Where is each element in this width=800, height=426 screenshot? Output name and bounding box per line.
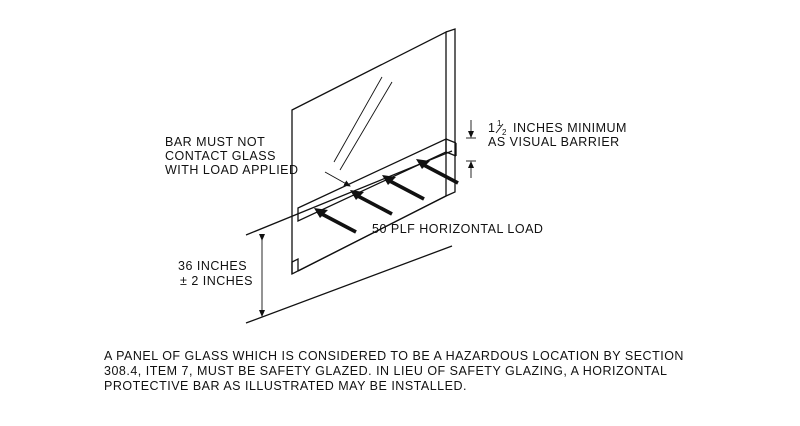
load-arrow xyxy=(385,177,425,201)
height-label: 36 INCHES ± 2 INCHES xyxy=(178,259,253,288)
load-label: 50 PLF HORIZONTAL LOAD xyxy=(372,222,543,236)
barrier-fraction-num: 1 xyxy=(497,119,502,128)
bar-note-leader xyxy=(324,171,351,187)
caption-line: A PANEL OF GLASS WHICH IS CONSIDERED TO … xyxy=(104,349,684,363)
barrier-fraction-den: 2 xyxy=(502,128,507,137)
protective-bar xyxy=(297,137,457,223)
load-arrow xyxy=(317,210,357,234)
barrier-size: 1 xyxy=(488,121,495,135)
load-arrows xyxy=(314,159,459,234)
caption-line: PROTECTIVE BAR AS ILLUSTRATED MAY BE INS… xyxy=(104,379,467,393)
floor-lines xyxy=(245,150,453,324)
caption-line: 308.4, ITEM 7, MUST BE SAFETY GLAZED. IN… xyxy=(104,364,668,378)
load-arrow xyxy=(353,192,393,216)
height-line2: ± 2 INCHES xyxy=(180,274,253,288)
barrier-line1: INCHES MINIMUM xyxy=(513,121,627,135)
load-arrowhead xyxy=(314,208,328,218)
bar-note-line: WITH LOAD APPLIED xyxy=(165,163,299,177)
load-arrow xyxy=(419,161,459,185)
barrier-line2: AS VISUAL BARRIER xyxy=(488,135,620,149)
height-line1: 36 INCHES xyxy=(178,259,247,273)
glass-reflection xyxy=(333,76,393,171)
bar-note-line: CONTACT GLASS xyxy=(165,149,276,163)
caption: A PANEL OF GLASS WHICH IS CONSIDERED TO … xyxy=(104,349,764,394)
bar-note-label: BAR MUST NOT CONTACT GLASS WITH LOAD APP… xyxy=(165,135,299,177)
bar-note-line: BAR MUST NOT xyxy=(165,135,265,149)
load-arrowhead xyxy=(350,190,364,200)
barrier-dimension xyxy=(466,120,476,178)
glass-panel xyxy=(291,28,456,276)
barrier-label: 1 1 2 INCHES MINIMUM AS VISUAL BARRIER xyxy=(488,119,627,149)
